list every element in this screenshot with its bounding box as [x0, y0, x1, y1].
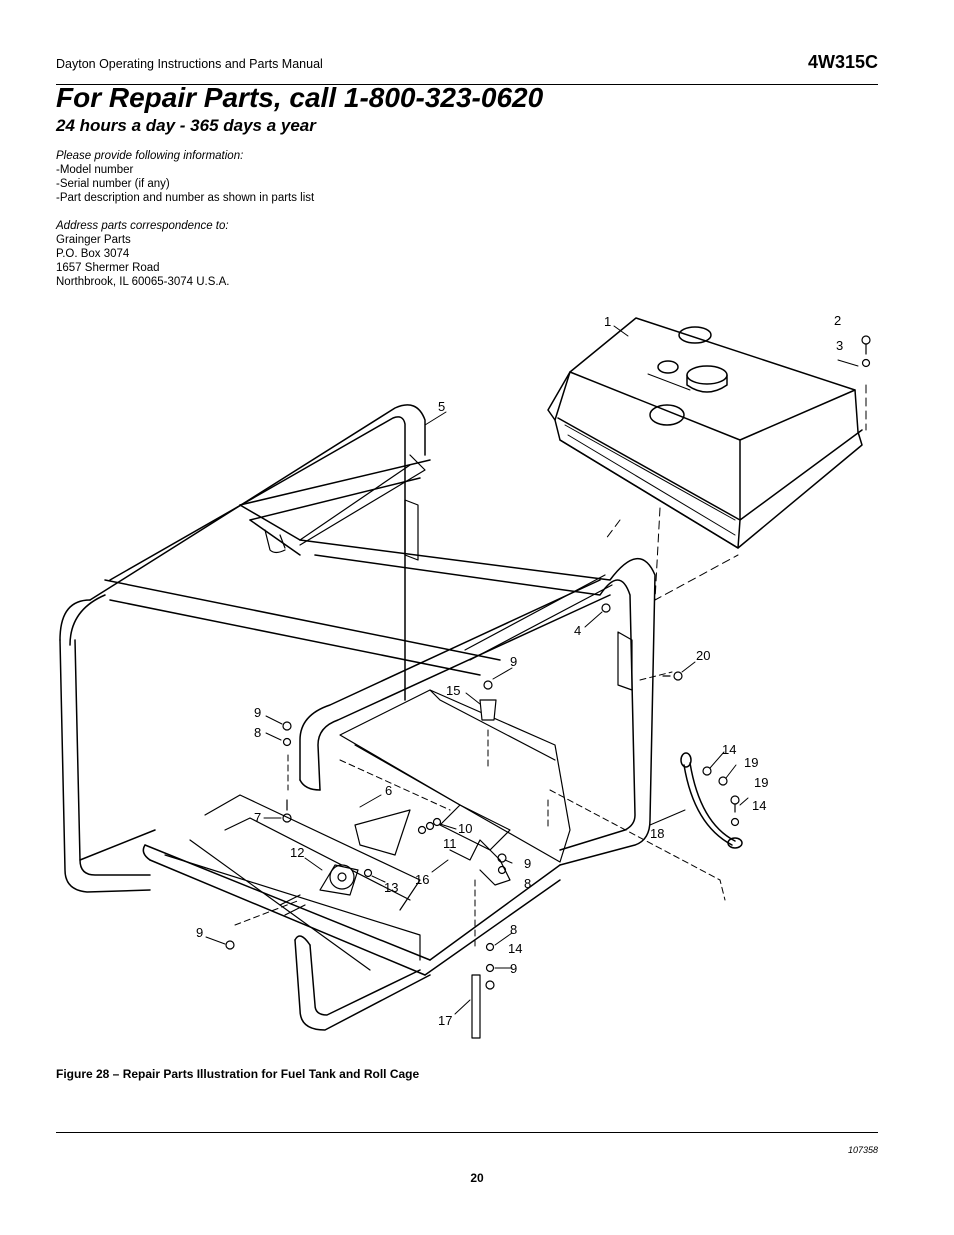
address-heading: Address parts correspondence to: — [56, 220, 229, 232]
page-number: 20 — [470, 1171, 484, 1185]
page-subtitle: 24 hours a day - 365 days a year — [56, 116, 316, 135]
callout-14: 14 — [752, 798, 766, 813]
provide-item: -Model number — [56, 164, 134, 176]
fasteners — [225, 335, 871, 1039]
callout-14: 14 — [722, 742, 736, 757]
callout-5: 5 — [438, 399, 445, 414]
callout-9: 9 — [196, 925, 203, 940]
address-line: Northbrook, IL 60065-3074 U.S.A. — [56, 276, 230, 288]
callout-8: 8 — [254, 725, 261, 740]
callout-8: 8 — [524, 876, 531, 891]
callout-3: 3 — [836, 338, 843, 353]
callout-1: 1 — [604, 314, 611, 329]
callout-13: 13 — [384, 880, 398, 895]
callout-14: 14 — [508, 941, 522, 956]
callout-8: 8 — [510, 922, 517, 937]
callout-19: 19 — [754, 775, 768, 790]
page-title: For Repair Parts, call 1-800-323-0620 — [56, 82, 544, 113]
callout-16: 16 — [415, 872, 429, 887]
callout-7: 7 — [254, 810, 261, 825]
footer-rule — [56, 1132, 878, 1133]
header-rule — [56, 84, 878, 85]
callout-9: 9 — [524, 856, 531, 871]
callout-10: 10 — [458, 821, 472, 836]
manual-title: Dayton Operating Instructions and Parts … — [56, 57, 323, 71]
callout-19: 19 — [744, 755, 758, 770]
roll-cage-frame — [59, 404, 656, 1031]
parts-info: Please provide following information: -M… — [56, 149, 314, 289]
provide-item: -Part description and number as shown in… — [56, 192, 315, 204]
callout-17: 17 — [438, 1013, 452, 1028]
provide-heading: Please provide following information: — [56, 150, 244, 162]
callout-4: 4 — [574, 623, 581, 638]
provide-item: -Serial number (if any) — [56, 178, 170, 190]
parts-illustration: 1 2 3 5 4 20 9 15 9 8 14 19 19 14 6 7 10… — [59, 313, 871, 1039]
document-number: 107358 — [847, 1145, 878, 1155]
callout-2: 2 — [834, 313, 841, 328]
callout-9: 9 — [254, 705, 261, 720]
figure-caption: Figure 28 – Repair Parts Illustration fo… — [56, 1067, 420, 1081]
address-line: Grainger Parts — [56, 234, 131, 246]
callout-11: 11 — [443, 836, 457, 851]
ground-cable — [680, 752, 743, 849]
callout-6: 6 — [385, 783, 392, 798]
callout-18: 18 — [650, 826, 664, 841]
callout-9: 9 — [510, 961, 517, 976]
callout-12: 12 — [290, 845, 304, 860]
fuel-tank — [547, 317, 863, 549]
model-number: 4W315C — [807, 52, 878, 72]
callout-20: 20 — [696, 648, 710, 663]
address-line: 1657 Shermer Road — [56, 262, 160, 274]
callout-9: 9 — [510, 654, 517, 669]
callout-15: 15 — [446, 683, 460, 698]
address-line: P.O. Box 3074 — [56, 248, 130, 260]
